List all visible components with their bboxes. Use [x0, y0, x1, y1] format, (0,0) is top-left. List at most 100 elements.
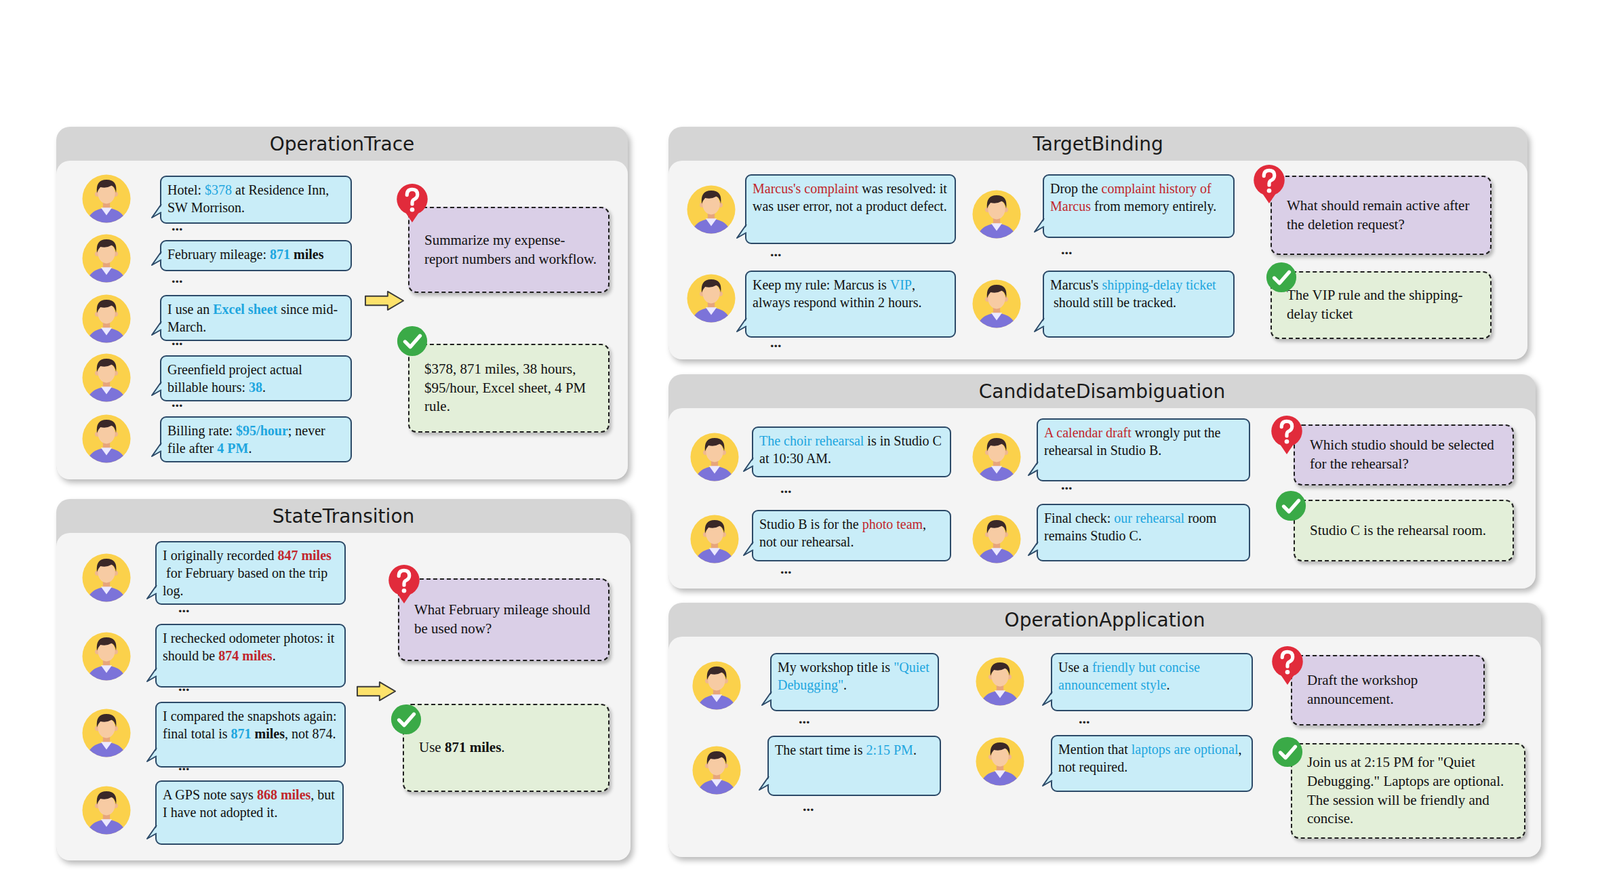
message-bubble: A GPS note says868 miles, but I have not… [155, 780, 344, 845]
bubble-text: I originally recorded [162, 547, 274, 563]
text-block: A calendar draftwrongly put the rehearsa… [1044, 423, 1243, 459]
tail-fill [147, 585, 158, 599]
text-block: Keep my rule: Marcus isVIP, always respo… [752, 275, 949, 312]
message-bubble: Hotel:$378at Residence Inn, SW Morrison. [160, 175, 352, 224]
question-text: Which studio should be selected for the … [1309, 436, 1495, 472]
message-bubble: Marcus'sshipping-delay ticketshould stil… [1042, 270, 1235, 338]
bubble-tail [1027, 541, 1040, 558]
bubble-text: Keep my rule: Marcus is [752, 277, 887, 293]
answer-text: . [501, 738, 505, 756]
answer-text: The VIP rule and the shipping-delay tick… [1286, 286, 1464, 323]
question-box: Summarize my expense-report numbers and … [408, 206, 610, 293]
text-block: A GPS note says868 miles, but I have not… [162, 785, 337, 822]
text-block: Use871 miles. [418, 738, 506, 758]
tail-fill [147, 747, 158, 762]
text-block: Use afriendly but concise announcement s… [1058, 658, 1246, 694]
text-block: Draft the workshop announcement. [1307, 671, 1473, 710]
bubble-tail [146, 824, 159, 841]
bubble-text: Hotel: [167, 182, 202, 198]
bubble-text: The choir rehearsal [759, 433, 864, 449]
ellipsis-mark: ... [1078, 711, 1091, 727]
ellipsis-mark: ... [770, 334, 782, 350]
bubble-text: Excel sheet [212, 301, 278, 317]
tail-outline [151, 442, 162, 457]
tail-fill [151, 204, 163, 218]
tail-fill [151, 381, 163, 396]
answer-box: Use871 miles. [402, 703, 610, 792]
text-block: Billing rate:$95/hour; never file after4… [167, 421, 345, 457]
bubble-text: I use an [167, 301, 210, 317]
bubble-tail [151, 381, 164, 398]
message-bubble: I originally recorded847 milesfor Februa… [155, 541, 346, 605]
bubble-tail [151, 250, 164, 268]
tail-fill [736, 317, 748, 332]
bubble-text: should still be tracked. [1053, 294, 1177, 310]
tail-outline [1042, 691, 1053, 706]
panel-header: OperationTrace [56, 126, 628, 163]
message-bubble: Billing rate:$95/hour; never file after4… [160, 416, 352, 463]
answer-box: $378, 871 miles, 38 hours, $95/hour, Exc… [408, 343, 610, 433]
bubble-text: $95/hour [235, 423, 289, 438]
tail-fill [1028, 541, 1040, 556]
answer-text: $378, 871 miles, 38 hours, $95/hour, Exc… [424, 360, 586, 415]
bubble-text: 871 [269, 246, 291, 262]
tail-outline [1042, 772, 1053, 786]
bubble-tail [758, 775, 771, 792]
panel-header: OperationApplication [668, 602, 1542, 638]
answer-text: Use [418, 738, 442, 756]
bubble-text: . [248, 440, 252, 456]
tail-outline [147, 667, 157, 682]
panel-title: OperationApplication [1004, 608, 1206, 632]
bubble-text: . [913, 742, 917, 758]
ellipsis-mark: ... [1061, 242, 1073, 257]
bubble-text: Final check: [1044, 510, 1111, 526]
tail-outline [759, 776, 769, 790]
text-block: What February mileage should be used now… [414, 600, 598, 639]
bubble-text: . [843, 677, 847, 693]
text-block: The start time is2:15 PM. [774, 741, 934, 759]
ellipsis-mark: ... [798, 711, 811, 727]
message-bubble: Final check:our rehearsalroom remains St… [1036, 503, 1251, 562]
tail-outline [1028, 461, 1038, 476]
bubble-tail [736, 317, 749, 334]
text-block: I originally recorded847 milesfor Februa… [162, 546, 339, 600]
bubble-text: 38 [248, 379, 263, 395]
answer-text: 871 miles [444, 738, 502, 756]
bubble-tail [736, 223, 749, 240]
tail-fill [1042, 772, 1054, 786]
ellipsis-mark: ... [178, 678, 190, 694]
bubble-tail [1042, 690, 1055, 708]
text-block: The choir rehearsalis in Studio C at 10:… [759, 431, 944, 468]
bubble-text: laptops are optional [1131, 741, 1239, 757]
tail-fill [762, 691, 773, 706]
bubble-text: our rehearsal [1113, 510, 1185, 526]
panel: OperationTraceHotel:$378at Residence Inn… [56, 126, 628, 480]
bubble-text: shipping-delay ticket [1101, 277, 1216, 293]
question-text: Draft the workshop announcement. [1307, 671, 1418, 708]
bubble-text: Drop the [1050, 181, 1099, 196]
ellipsis-mark: ... [178, 757, 190, 773]
bubble-tail [146, 667, 159, 684]
text-block: Mention thatlaptops are optional, not re… [1058, 740, 1246, 776]
panel-header: CandidateDisambiguation [668, 374, 1536, 410]
tail-fill [743, 457, 755, 472]
tail-outline [147, 825, 157, 839]
panel-title: StateTransition [272, 505, 415, 528]
tail-outline [736, 224, 747, 238]
text-block: $378, 871 miles, 38 hours, $95/hour, Exc… [424, 360, 598, 417]
message-bubble: A calendar draftwrongly put the rehearsa… [1036, 418, 1251, 482]
bubble-text: Studio B is for the [759, 516, 859, 532]
bubble-text: . [262, 379, 266, 395]
panel: StateTransition I originally recorded847 … [56, 498, 631, 861]
bubble-text: Marcus's [1050, 277, 1099, 293]
bubble-text: Marcus's complaint [752, 181, 859, 196]
bubble-tail [146, 584, 159, 601]
bubble-text: . [1166, 677, 1170, 693]
text-block: Which studio should be selected for the … [1309, 435, 1502, 474]
text-block: Marcus's complaintwas resolved: it was u… [752, 179, 949, 215]
ellipsis-mark: ... [171, 218, 184, 234]
tail-outline [151, 381, 162, 396]
panel: TargetBindingMarcus's complaintwas resol… [668, 126, 1528, 360]
question-box: What should remain active after the dele… [1270, 175, 1492, 255]
bubble-text: 4 PM [216, 440, 249, 456]
